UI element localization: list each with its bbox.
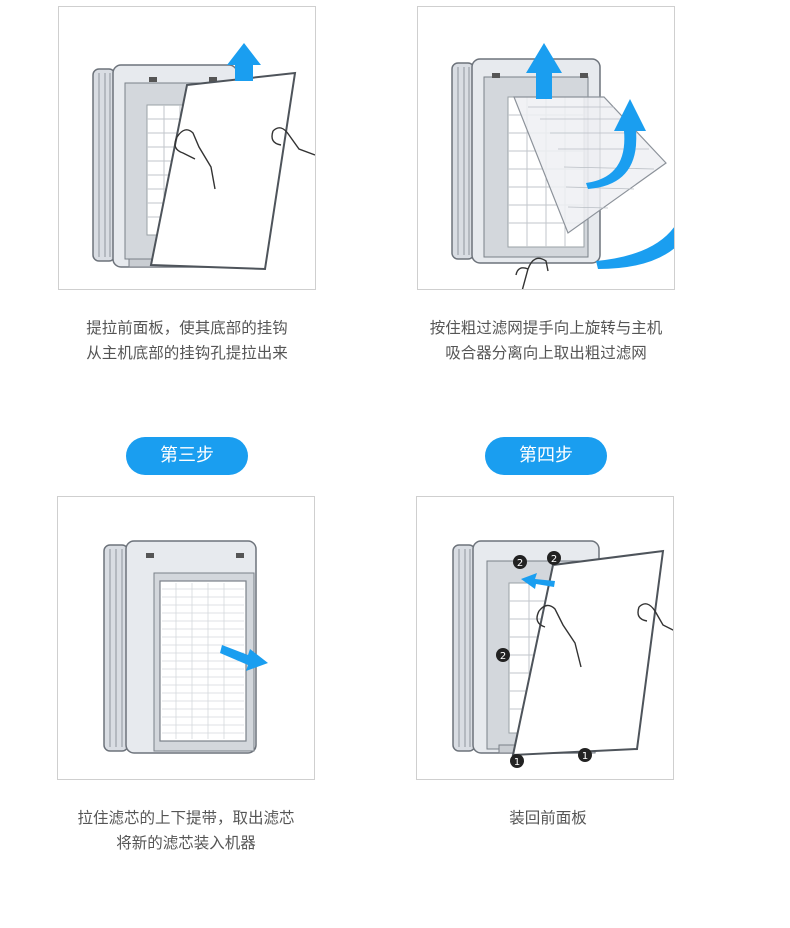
marker-2-side: 2 <box>496 648 510 662</box>
marker-1-bottom-right: 1 <box>578 748 592 762</box>
step-3-illustration <box>57 496 315 780</box>
marker-2-top-right: 2 <box>547 551 561 565</box>
step-1-caption: 提拉前面板，使其底部的挂钩 从主机底部的挂钩孔提拉出来 <box>27 316 347 366</box>
purifier-remove-front-panel-drawing <box>92 43 315 271</box>
marker-2-top-left: 2 <box>513 555 527 569</box>
marker-1-bottom-left: 1 <box>510 754 524 768</box>
step-1-caption-line-2: 从主机底部的挂钩孔提拉出来 <box>86 344 288 362</box>
svg-text:1: 1 <box>582 751 588 762</box>
purifier-replace-filter-drawing <box>103 540 268 754</box>
step-3-caption-line-2: 将新的滤芯装入机器 <box>116 834 256 852</box>
purifier-reattach-front-panel-drawing: 2 2 2 1 1 <box>452 540 673 768</box>
step-1-illustration <box>58 6 316 290</box>
step-2-caption-line-1: 按住粗过滤网提手向上旋转与主机 <box>429 319 663 337</box>
step-3-caption: 拉住滤芯的上下提带，取出滤芯 将新的滤芯装入机器 <box>26 806 346 856</box>
svg-text:2: 2 <box>551 554 557 565</box>
step-2-caption: 按住粗过滤网提手向上旋转与主机 吸合器分离向上取出粗过滤网 <box>386 316 706 366</box>
step-3-label: 第三步 <box>126 437 248 475</box>
step-1-caption-line-1: 提拉前面板，使其底部的挂钩 <box>86 319 288 337</box>
step-4-label: 第四步 <box>485 437 607 475</box>
step-3-caption-line-1: 拉住滤芯的上下提带，取出滤芯 <box>77 809 295 827</box>
purifier-remove-prefilter-drawing <box>451 43 674 289</box>
svg-text:1: 1 <box>514 757 520 768</box>
step-2-caption-line-2: 吸合器分离向上取出粗过滤网 <box>445 344 647 362</box>
step-4-caption: 装回前面板 <box>388 806 708 831</box>
svg-text:2: 2 <box>500 651 506 662</box>
step-2-illustration <box>417 6 675 290</box>
step-4-caption-line-1: 装回前面板 <box>509 809 587 827</box>
step-4-illustration: 2 2 2 1 1 <box>416 496 674 780</box>
svg-text:2: 2 <box>517 558 523 569</box>
